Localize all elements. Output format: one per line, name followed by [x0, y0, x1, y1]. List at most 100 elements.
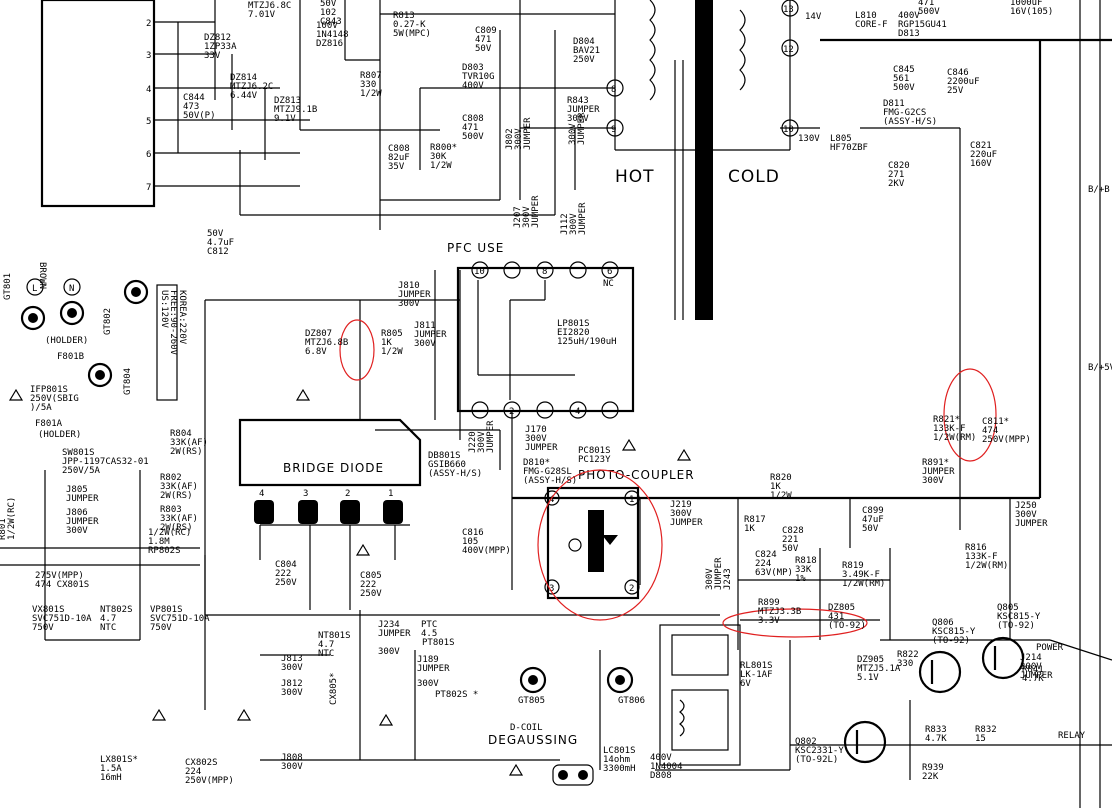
label-line: 14V: [805, 12, 822, 22]
label-line: CX805*: [329, 672, 339, 705]
label-line: F801B: [57, 352, 84, 362]
label-line: 750V: [32, 623, 54, 633]
label-bb: B/+B: [1088, 185, 1110, 195]
brown-label: BROWN: [37, 262, 47, 289]
label-line: 250V(MPP): [982, 435, 1031, 445]
gt806-label: GT806: [618, 696, 645, 706]
label-line: 500V: [918, 7, 940, 17]
label-line: 16V(105): [1010, 7, 1053, 17]
label-line: 500V: [462, 132, 484, 142]
label-line: R820: [770, 473, 792, 483]
terminal-l: L: [32, 284, 37, 294]
label-line: 1/2W: [430, 161, 452, 171]
label-line: J802: [505, 128, 515, 150]
label-line: 2KV: [888, 179, 905, 189]
label-line: DZ814: [230, 73, 257, 83]
label-line: C805: [360, 571, 382, 581]
label-line: 221: [782, 535, 798, 545]
degaussing-label: DEGAUSSING: [488, 733, 578, 747]
label-power: POWER: [1036, 643, 1064, 653]
label-line: NTC: [318, 649, 334, 659]
label-line: J219: [670, 500, 692, 510]
label-line: C899: [862, 506, 884, 516]
label-line: D811: [883, 99, 905, 109]
label-line: 222: [275, 569, 291, 579]
label-line: 2W(RS): [160, 523, 193, 533]
conn-pin-4: 4: [146, 85, 151, 95]
label-line: FMG-G28SL: [523, 467, 572, 477]
label-line: J813: [281, 654, 303, 664]
label-line: EI2820: [557, 328, 590, 338]
label-line: 271: [888, 170, 904, 180]
label-line: (TO-92): [997, 621, 1035, 631]
label-cx801s: 275V(MPP)474 CX801S: [35, 571, 89, 590]
label-line: MTZJ3.3B: [758, 607, 801, 617]
label-line: C816: [462, 528, 484, 538]
pfc-nc: NC: [603, 279, 614, 289]
label-line: (TO-92L): [795, 755, 838, 765]
bridge-pin-2: 2: [345, 489, 350, 499]
label-line: R817: [744, 515, 766, 525]
label-line: 300V: [477, 431, 487, 453]
label-line: VP801S: [150, 605, 183, 615]
label-line: IFP801S: [30, 385, 68, 395]
label-line: JUMPER: [670, 518, 703, 528]
input-terminals: L N BROWN GT801 GT802 GT804 US:120V FREE…: [3, 262, 187, 401]
voltage-box-line1: US:120V: [159, 290, 169, 329]
label-v14: 14V: [805, 12, 822, 22]
label-line: (TO-92): [828, 621, 866, 631]
label-line: SVC751D-10A: [32, 614, 92, 624]
label-line: 25V: [947, 86, 964, 96]
conn-pin-2: 2: [146, 19, 151, 29]
label-line: 125uH/190uH: [557, 337, 617, 347]
label-line: JUMPER: [66, 517, 99, 527]
label-line: R816: [965, 543, 987, 553]
label-line: 220uF: [970, 150, 997, 160]
label-line: PC123Y: [578, 455, 611, 465]
label-line: 50V: [207, 229, 224, 239]
label-line: 1.5A: [100, 764, 122, 774]
label-cx805: CX805*: [329, 672, 339, 705]
label-line: 222: [360, 580, 376, 590]
label-line: Q802: [795, 737, 817, 747]
label-line: DB801S: [428, 451, 461, 461]
highlight-c811: [943, 368, 997, 462]
label-line: JUMPER: [1015, 519, 1048, 529]
label-line: 1000uF: [1010, 0, 1043, 8]
label-line: DZ813: [274, 96, 301, 106]
label-j207: J207300VJUMPER: [513, 195, 541, 228]
label-line: 250V(SBIG: [30, 394, 79, 404]
label-line: 300V: [514, 128, 524, 150]
label-line: MTZJ6.8B: [305, 338, 348, 348]
label-line: JUMPER: [486, 420, 496, 453]
label-line: DZ805: [828, 603, 855, 613]
label-line: KSC2331-Y: [795, 746, 844, 756]
terminal-n: N: [69, 284, 74, 294]
label-line: SVC751D-10A: [150, 614, 210, 624]
pc-pin-3: 3: [549, 584, 554, 594]
